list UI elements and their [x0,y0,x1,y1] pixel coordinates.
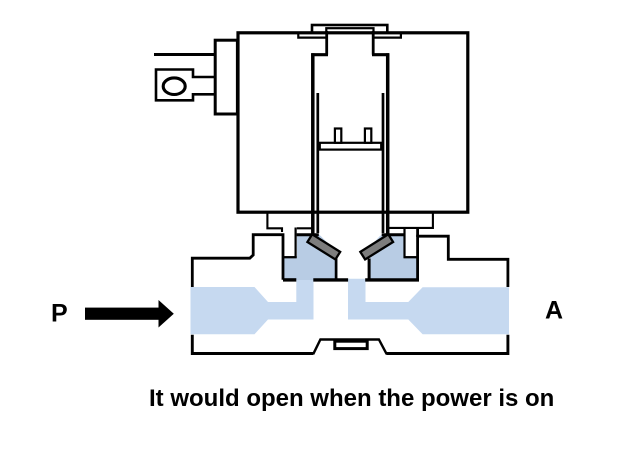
svg-text:A: A [545,297,563,325]
svg-text:P: P [51,300,68,328]
